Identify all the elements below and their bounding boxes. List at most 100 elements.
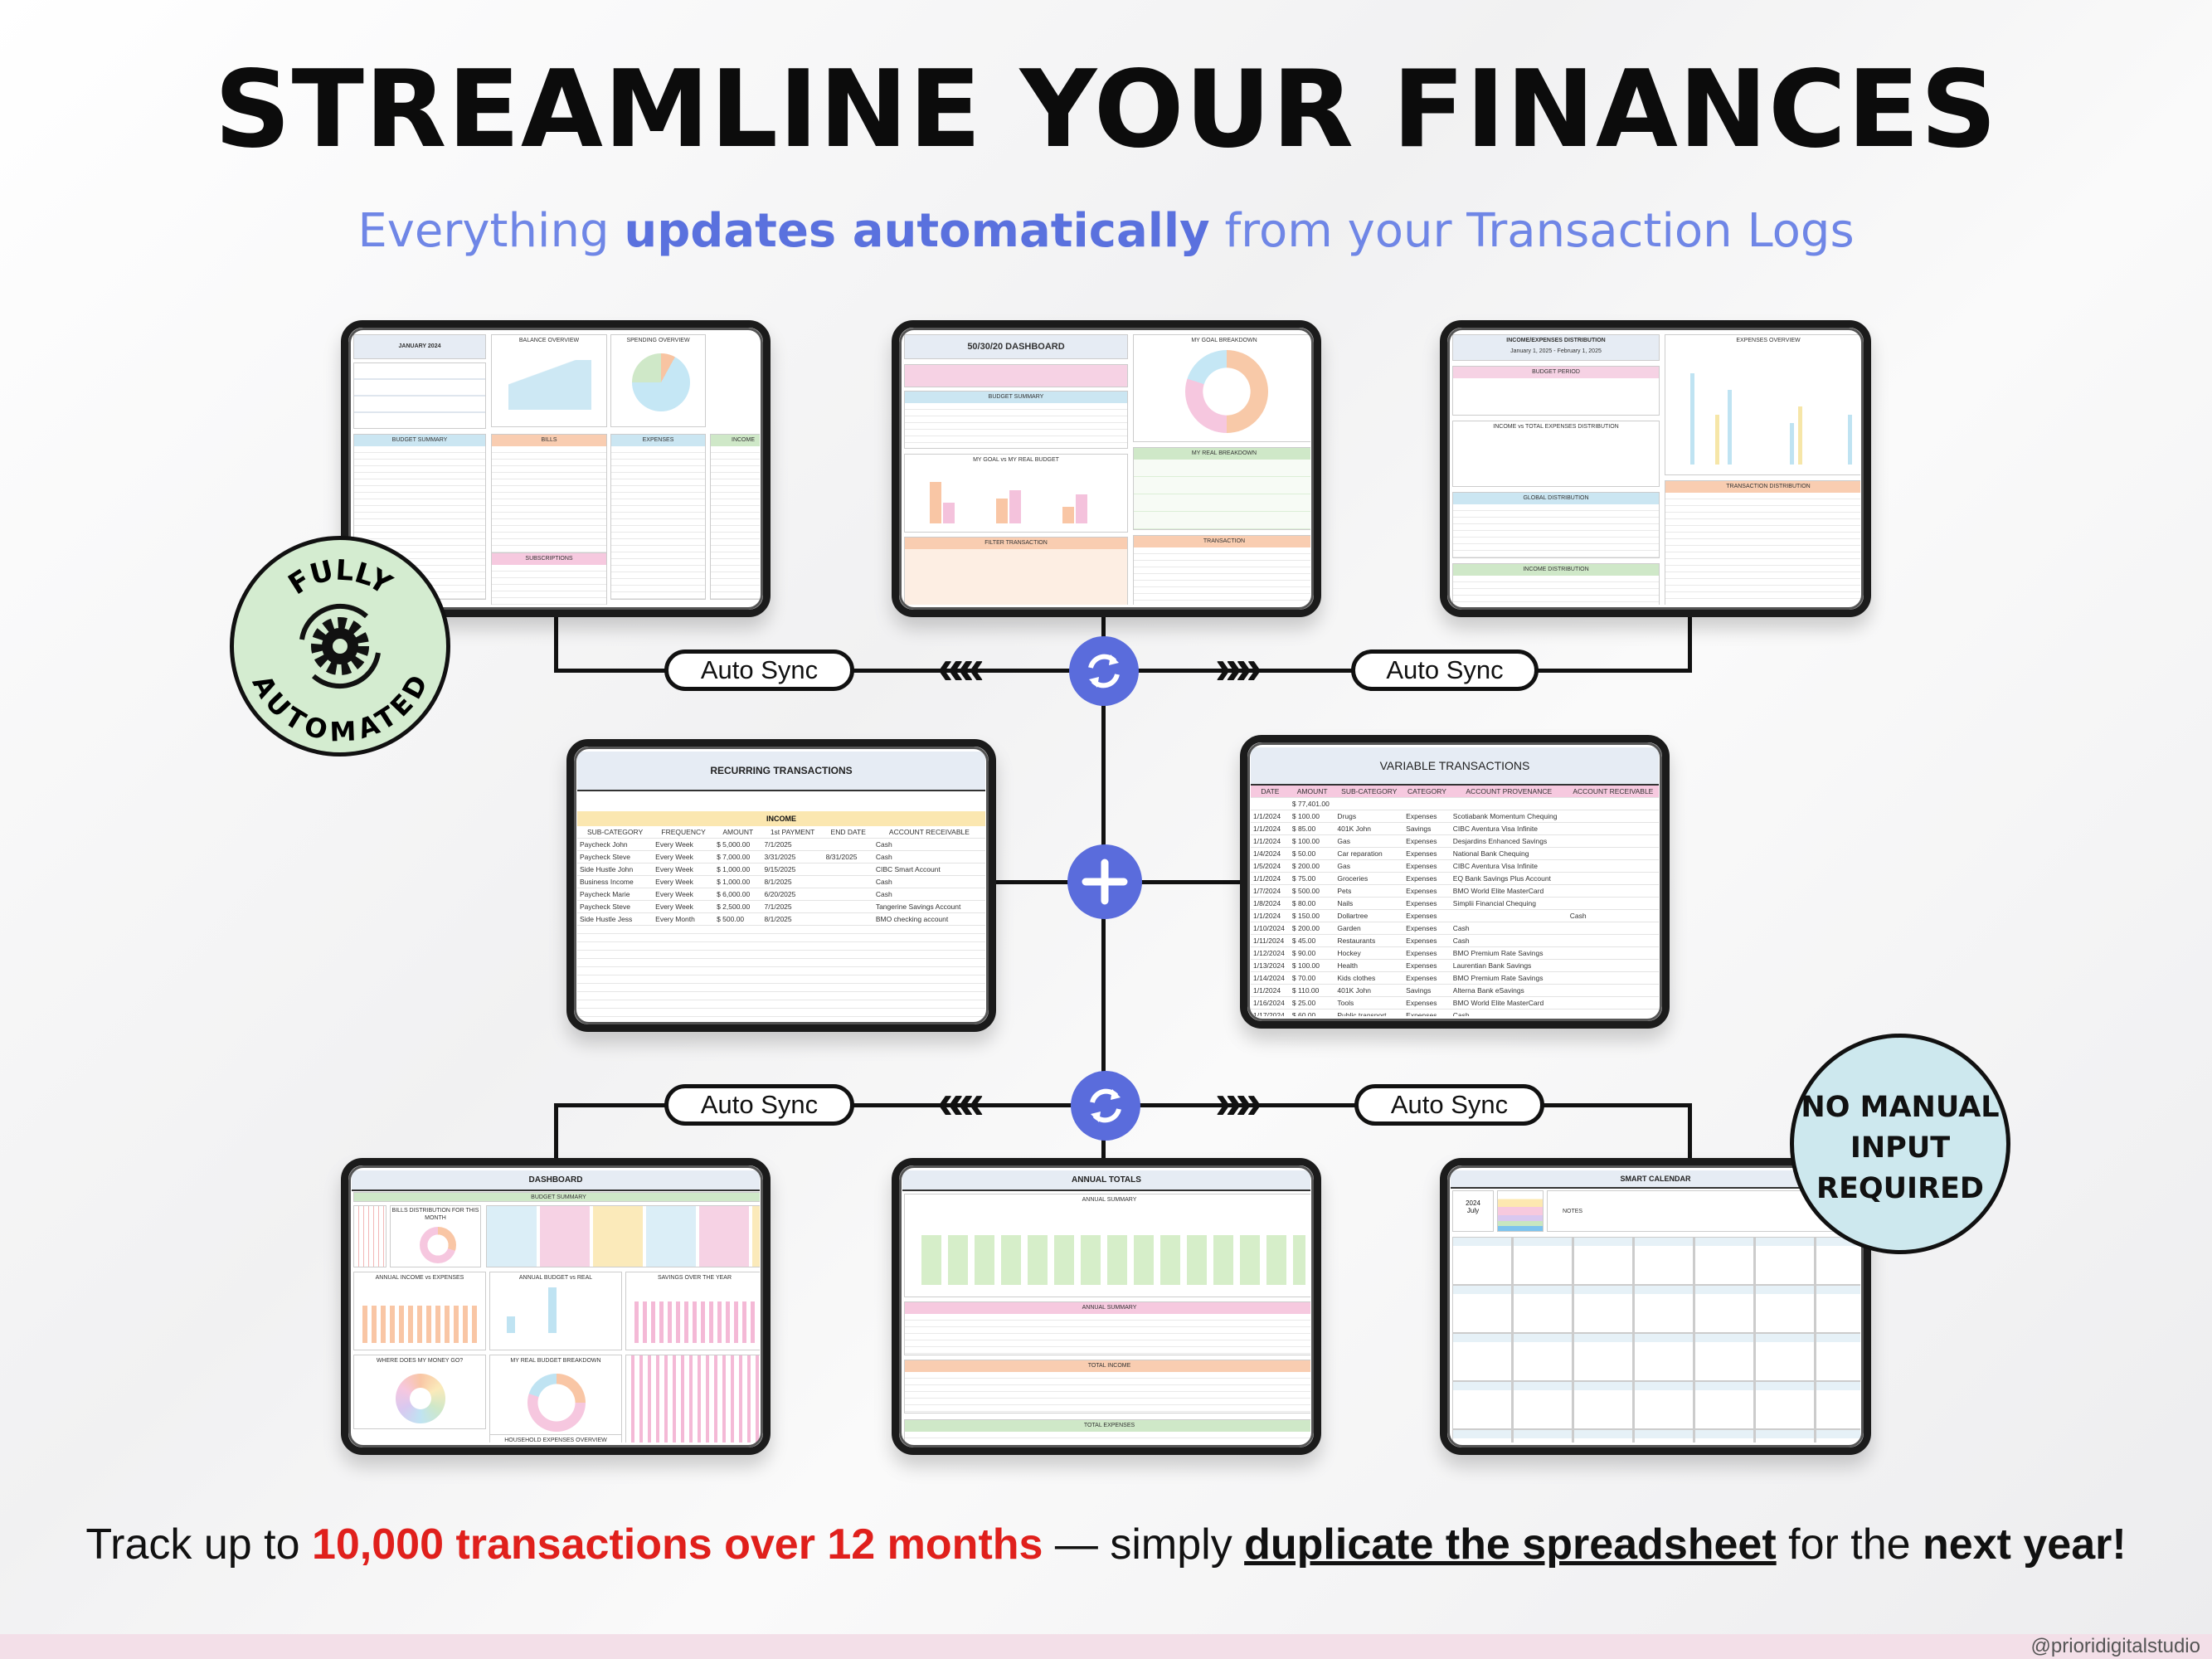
table-cell[interactable]: $ 500.00 bbox=[714, 912, 762, 926]
table-cell[interactable]: 1/4/2024 bbox=[1251, 847, 1290, 860]
table-cell[interactable]: Expenses bbox=[1403, 884, 1451, 898]
table-cell[interactable]: Simplii Financial Chequing bbox=[1450, 897, 1568, 910]
table-cell[interactable]: CIBC Aventura Visa Infinite bbox=[1450, 859, 1568, 873]
table-cell[interactable]: $ 90.00 bbox=[1289, 946, 1335, 960]
table-cell[interactable]: $ 7,000.00 bbox=[714, 850, 762, 864]
table-cell[interactable]: Paycheck Steve bbox=[577, 850, 654, 864]
table-cell[interactable]: Business Income bbox=[577, 875, 654, 888]
table-cell[interactable]: Every Week bbox=[653, 850, 715, 864]
table-cell[interactable]: Alterna Bank eSavings bbox=[1450, 984, 1568, 997]
table-cell[interactable] bbox=[1567, 971, 1659, 985]
table-cell[interactable]: 1/1/2024 bbox=[1251, 822, 1290, 835]
table-cell[interactable] bbox=[1567, 834, 1659, 848]
table-cell[interactable] bbox=[823, 838, 873, 851]
table-cell[interactable]: Expenses bbox=[1403, 847, 1451, 860]
table-cell[interactable]: 1/14/2024 bbox=[1251, 971, 1290, 985]
table-cell[interactable]: 1/7/2024 bbox=[1251, 884, 1290, 898]
table-cell[interactable]: Cash bbox=[873, 838, 985, 851]
table-cell[interactable]: Every Week bbox=[653, 900, 715, 913]
table-cell[interactable]: Expenses bbox=[1403, 810, 1451, 823]
table-cell[interactable]: BMO checking account bbox=[873, 912, 985, 926]
table-cell[interactable]: Expenses bbox=[1403, 922, 1451, 935]
table-cell[interactable] bbox=[1567, 847, 1659, 860]
table-cell[interactable]: CIBC Smart Account bbox=[873, 863, 985, 876]
table-cell[interactable]: $ 75.00 bbox=[1289, 872, 1335, 885]
table-cell[interactable]: Hockey bbox=[1334, 946, 1404, 960]
table-cell[interactable]: Gas bbox=[1334, 859, 1404, 873]
table-cell[interactable] bbox=[1567, 934, 1659, 947]
table-cell[interactable] bbox=[1567, 884, 1659, 898]
table-cell[interactable]: $ 110.00 bbox=[1289, 984, 1335, 997]
table-cell[interactable]: Public transport bbox=[1334, 1009, 1404, 1016]
table-cell[interactable]: $ 1,000.00 bbox=[714, 863, 762, 876]
table-cell[interactable]: 1/12/2024 bbox=[1251, 946, 1290, 960]
table-cell[interactable]: 1/1/2024 bbox=[1251, 872, 1290, 885]
table-cell[interactable]: 1/17/2024 bbox=[1251, 1009, 1290, 1016]
table-cell[interactable]: 1/11/2024 bbox=[1251, 934, 1290, 947]
table-cell[interactable]: Laurentian Bank Savings bbox=[1450, 959, 1568, 972]
table-cell[interactable]: $ 5,000.00 bbox=[714, 838, 762, 851]
table-cell[interactable]: $ 200.00 bbox=[1289, 922, 1335, 935]
table-cell[interactable] bbox=[823, 863, 873, 876]
table-cell[interactable]: Tools bbox=[1334, 996, 1404, 1010]
table-cell[interactable]: 7/1/2025 bbox=[761, 838, 824, 851]
table-cell[interactable]: Savings bbox=[1403, 984, 1451, 997]
table-cell[interactable] bbox=[823, 875, 873, 888]
table-cell[interactable]: $ 500.00 bbox=[1289, 884, 1335, 898]
table-cell[interactable]: 7/1/2025 bbox=[761, 900, 824, 913]
table-cell[interactable]: 9/15/2025 bbox=[761, 863, 824, 876]
table-cell[interactable]: Side Hustle John bbox=[577, 863, 654, 876]
table-cell[interactable]: Expenses bbox=[1403, 959, 1451, 972]
table-cell[interactable] bbox=[823, 888, 873, 901]
table-cell[interactable]: Cash bbox=[873, 850, 985, 864]
table-cell[interactable]: Expenses bbox=[1403, 996, 1451, 1010]
table-cell[interactable]: Groceries bbox=[1334, 872, 1404, 885]
table-cell[interactable]: $ 100.00 bbox=[1289, 810, 1335, 823]
table-cell[interactable] bbox=[1567, 996, 1659, 1010]
calendar-month[interactable]: July bbox=[1466, 1207, 1480, 1214]
table-cell[interactable]: 401K John bbox=[1334, 822, 1404, 835]
table-cell[interactable]: Dollartree bbox=[1334, 909, 1404, 922]
table-cell[interactable]: 1/1/2024 bbox=[1251, 834, 1290, 848]
table-cell[interactable]: Desjardins Enhanced Savings bbox=[1450, 834, 1568, 848]
table-cell[interactable]: Expenses bbox=[1403, 934, 1451, 947]
table-cell[interactable]: Scotiabank Momentum Chequing bbox=[1450, 810, 1568, 823]
table-cell[interactable] bbox=[1567, 922, 1659, 935]
table-cell[interactable]: Nails bbox=[1334, 897, 1404, 910]
table-cell[interactable]: Garden bbox=[1334, 922, 1404, 935]
table-cell[interactable]: Paycheck Marie bbox=[577, 888, 654, 901]
table-cell[interactable]: $ 100.00 bbox=[1289, 834, 1335, 848]
table-cell[interactable]: 8/1/2025 bbox=[761, 912, 824, 926]
table-cell[interactable]: 1/1/2024 bbox=[1251, 810, 1290, 823]
table-cell[interactable]: Gas bbox=[1334, 834, 1404, 848]
table-cell[interactable] bbox=[1567, 946, 1659, 960]
table-cell[interactable]: CIBC Aventura Visa Infinite bbox=[1450, 822, 1568, 835]
table-cell[interactable]: Cash bbox=[1450, 922, 1568, 935]
table-cell[interactable]: $ 85.00 bbox=[1289, 822, 1335, 835]
table-cell[interactable]: Side Hustle Jess bbox=[577, 912, 654, 926]
table-cell[interactable]: Cash bbox=[1450, 1009, 1568, 1016]
table-cell[interactable]: Every Month bbox=[653, 912, 715, 926]
table-cell[interactable] bbox=[823, 900, 873, 913]
table-cell[interactable] bbox=[1567, 1009, 1659, 1016]
table-cell[interactable]: Cash bbox=[873, 875, 985, 888]
table-cell[interactable]: Every Week bbox=[653, 875, 715, 888]
table-cell[interactable] bbox=[1450, 909, 1568, 922]
table-cell[interactable]: BMO World Elite MasterCard bbox=[1450, 996, 1568, 1010]
table-cell[interactable]: $ 80.00 bbox=[1289, 897, 1335, 910]
table-cell[interactable]: Expenses bbox=[1403, 872, 1451, 885]
table-cell[interactable] bbox=[1567, 959, 1659, 972]
table-cell[interactable]: 1/1/2024 bbox=[1251, 909, 1290, 922]
table-cell[interactable]: $ 1,000.00 bbox=[714, 875, 762, 888]
table-cell[interactable] bbox=[1567, 897, 1659, 910]
table-cell[interactable]: Expenses bbox=[1403, 1009, 1451, 1016]
table-cell[interactable]: Drugs bbox=[1334, 810, 1404, 823]
table-cell[interactable]: $ 200.00 bbox=[1289, 859, 1335, 873]
table-cell[interactable]: BMO Premium Rate Savings bbox=[1450, 946, 1568, 960]
table-cell[interactable]: 8/1/2025 bbox=[761, 875, 824, 888]
table-cell[interactable]: 1/10/2024 bbox=[1251, 922, 1290, 935]
table-cell[interactable]: 1/8/2024 bbox=[1251, 897, 1290, 910]
table-cell[interactable]: Cash bbox=[1567, 909, 1659, 922]
table-cell[interactable]: Paycheck John bbox=[577, 838, 654, 851]
table-cell[interactable]: $ 150.00 bbox=[1289, 909, 1335, 922]
